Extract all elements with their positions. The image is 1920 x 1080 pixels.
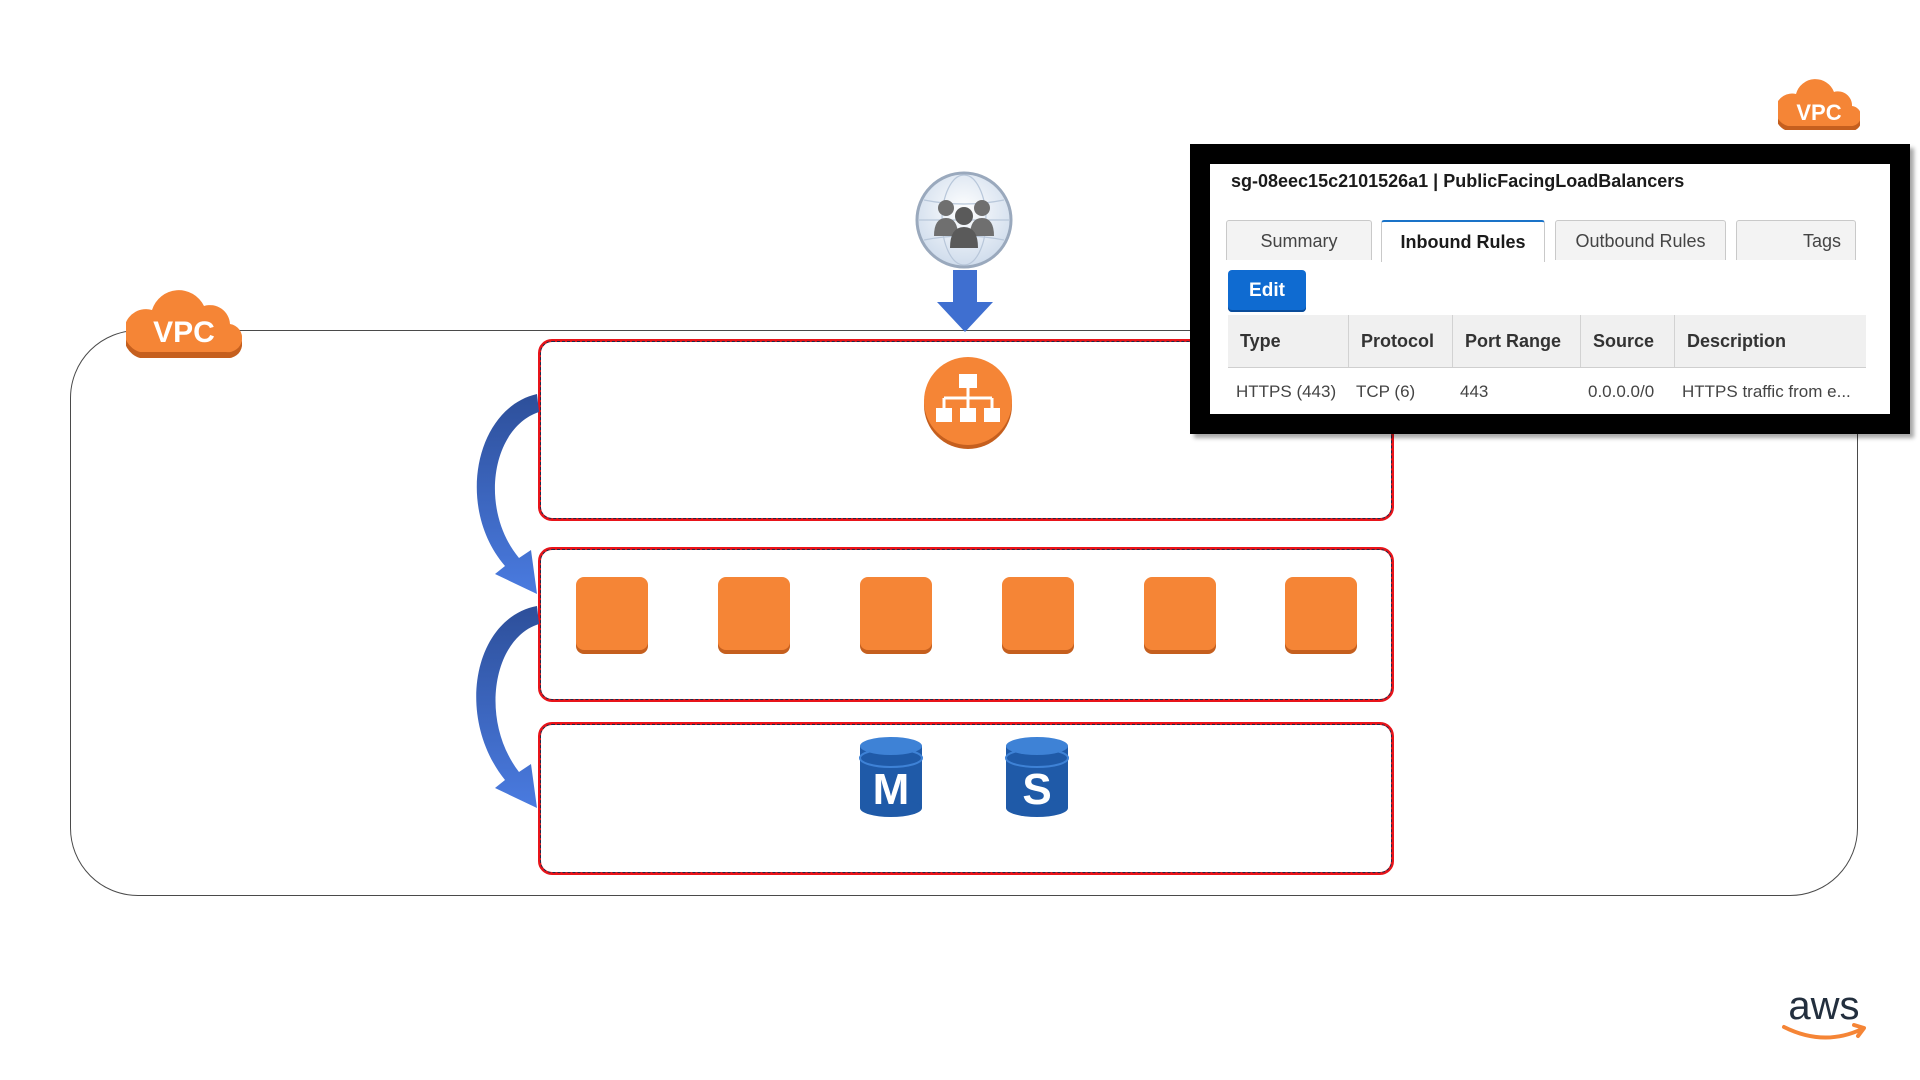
column-header-protocol[interactable]: Protocol [1348, 315, 1452, 367]
ec2-instance-icon[interactable] [576, 577, 648, 650]
rule-type: HTTPS (443) [1236, 382, 1337, 401]
column-header-description[interactable]: Description [1674, 315, 1866, 367]
vpc-badge-main: VPC [126, 282, 242, 358]
ec2-instance-icon[interactable] [1285, 577, 1357, 650]
vpc-badge-corner: VPC [1778, 74, 1860, 130]
rds-slave-letter: S [1022, 765, 1051, 814]
sg-tabs: Summary Inbound Rules Outbound Rules Tag… [1210, 220, 1890, 262]
rds-master-letter: M [873, 765, 910, 814]
vpc-badge-main-label: VPC [153, 316, 215, 349]
column-header-source[interactable]: Source [1580, 315, 1674, 367]
rules-table-header: Type Protocol Port Range Source Descript… [1228, 315, 1866, 368]
tab-summary[interactable]: Summary [1226, 220, 1372, 260]
rds-master-icon[interactable]: M [858, 736, 924, 823]
column-header-type[interactable]: Type [1240, 331, 1281, 351]
rds-slave-icon[interactable]: S [1004, 736, 1070, 823]
security-group-panel: sg-08eec15c2101526a1 | PublicFacingLoadB… [1190, 144, 1910, 434]
tab-inbound-rules[interactable]: Inbound Rules [1381, 220, 1545, 262]
table-row[interactable]: HTTPS (443) TCP (6) 443 0.0.0.0/0 HTTPS … [1228, 369, 1866, 415]
app-tier [538, 547, 1394, 702]
tier-flow-arrows [476, 394, 539, 808]
users-globe-icon [914, 170, 1014, 275]
ec2-instance-icon[interactable] [718, 577, 790, 650]
ec2-instance-icon[interactable] [1002, 577, 1074, 650]
column-header-port-range[interactable]: Port Range [1452, 315, 1580, 367]
edit-button[interactable]: Edit [1228, 270, 1306, 312]
traffic-arrow-down [937, 270, 993, 339]
aws-logo-text: aws [1788, 984, 1859, 1028]
aws-logo: aws [1774, 981, 1874, 1052]
ec2-instance-icon[interactable] [1144, 577, 1216, 650]
rule-source: 0.0.0.0/0 [1588, 382, 1655, 401]
ec2-instance-icon[interactable] [860, 577, 932, 650]
arrow-lb-to-app [476, 394, 539, 594]
security-group-title: sg-08eec15c2101526a1 | PublicFacingLoadB… [1231, 171, 1685, 191]
tab-tags[interactable]: Tags [1736, 220, 1856, 260]
rule-protocol: TCP (6) [1356, 382, 1416, 401]
rule-description: HTTPS traffic from e... [1682, 382, 1851, 401]
rule-port-range: 443 [1460, 382, 1489, 401]
load-balancer-icon[interactable] [922, 356, 1014, 455]
vpc-badge-corner-label: VPC [1796, 100, 1841, 125]
tab-outbound-rules[interactable]: Outbound Rules [1555, 220, 1726, 260]
database-tier [538, 722, 1394, 875]
arrow-app-to-db [476, 606, 539, 808]
